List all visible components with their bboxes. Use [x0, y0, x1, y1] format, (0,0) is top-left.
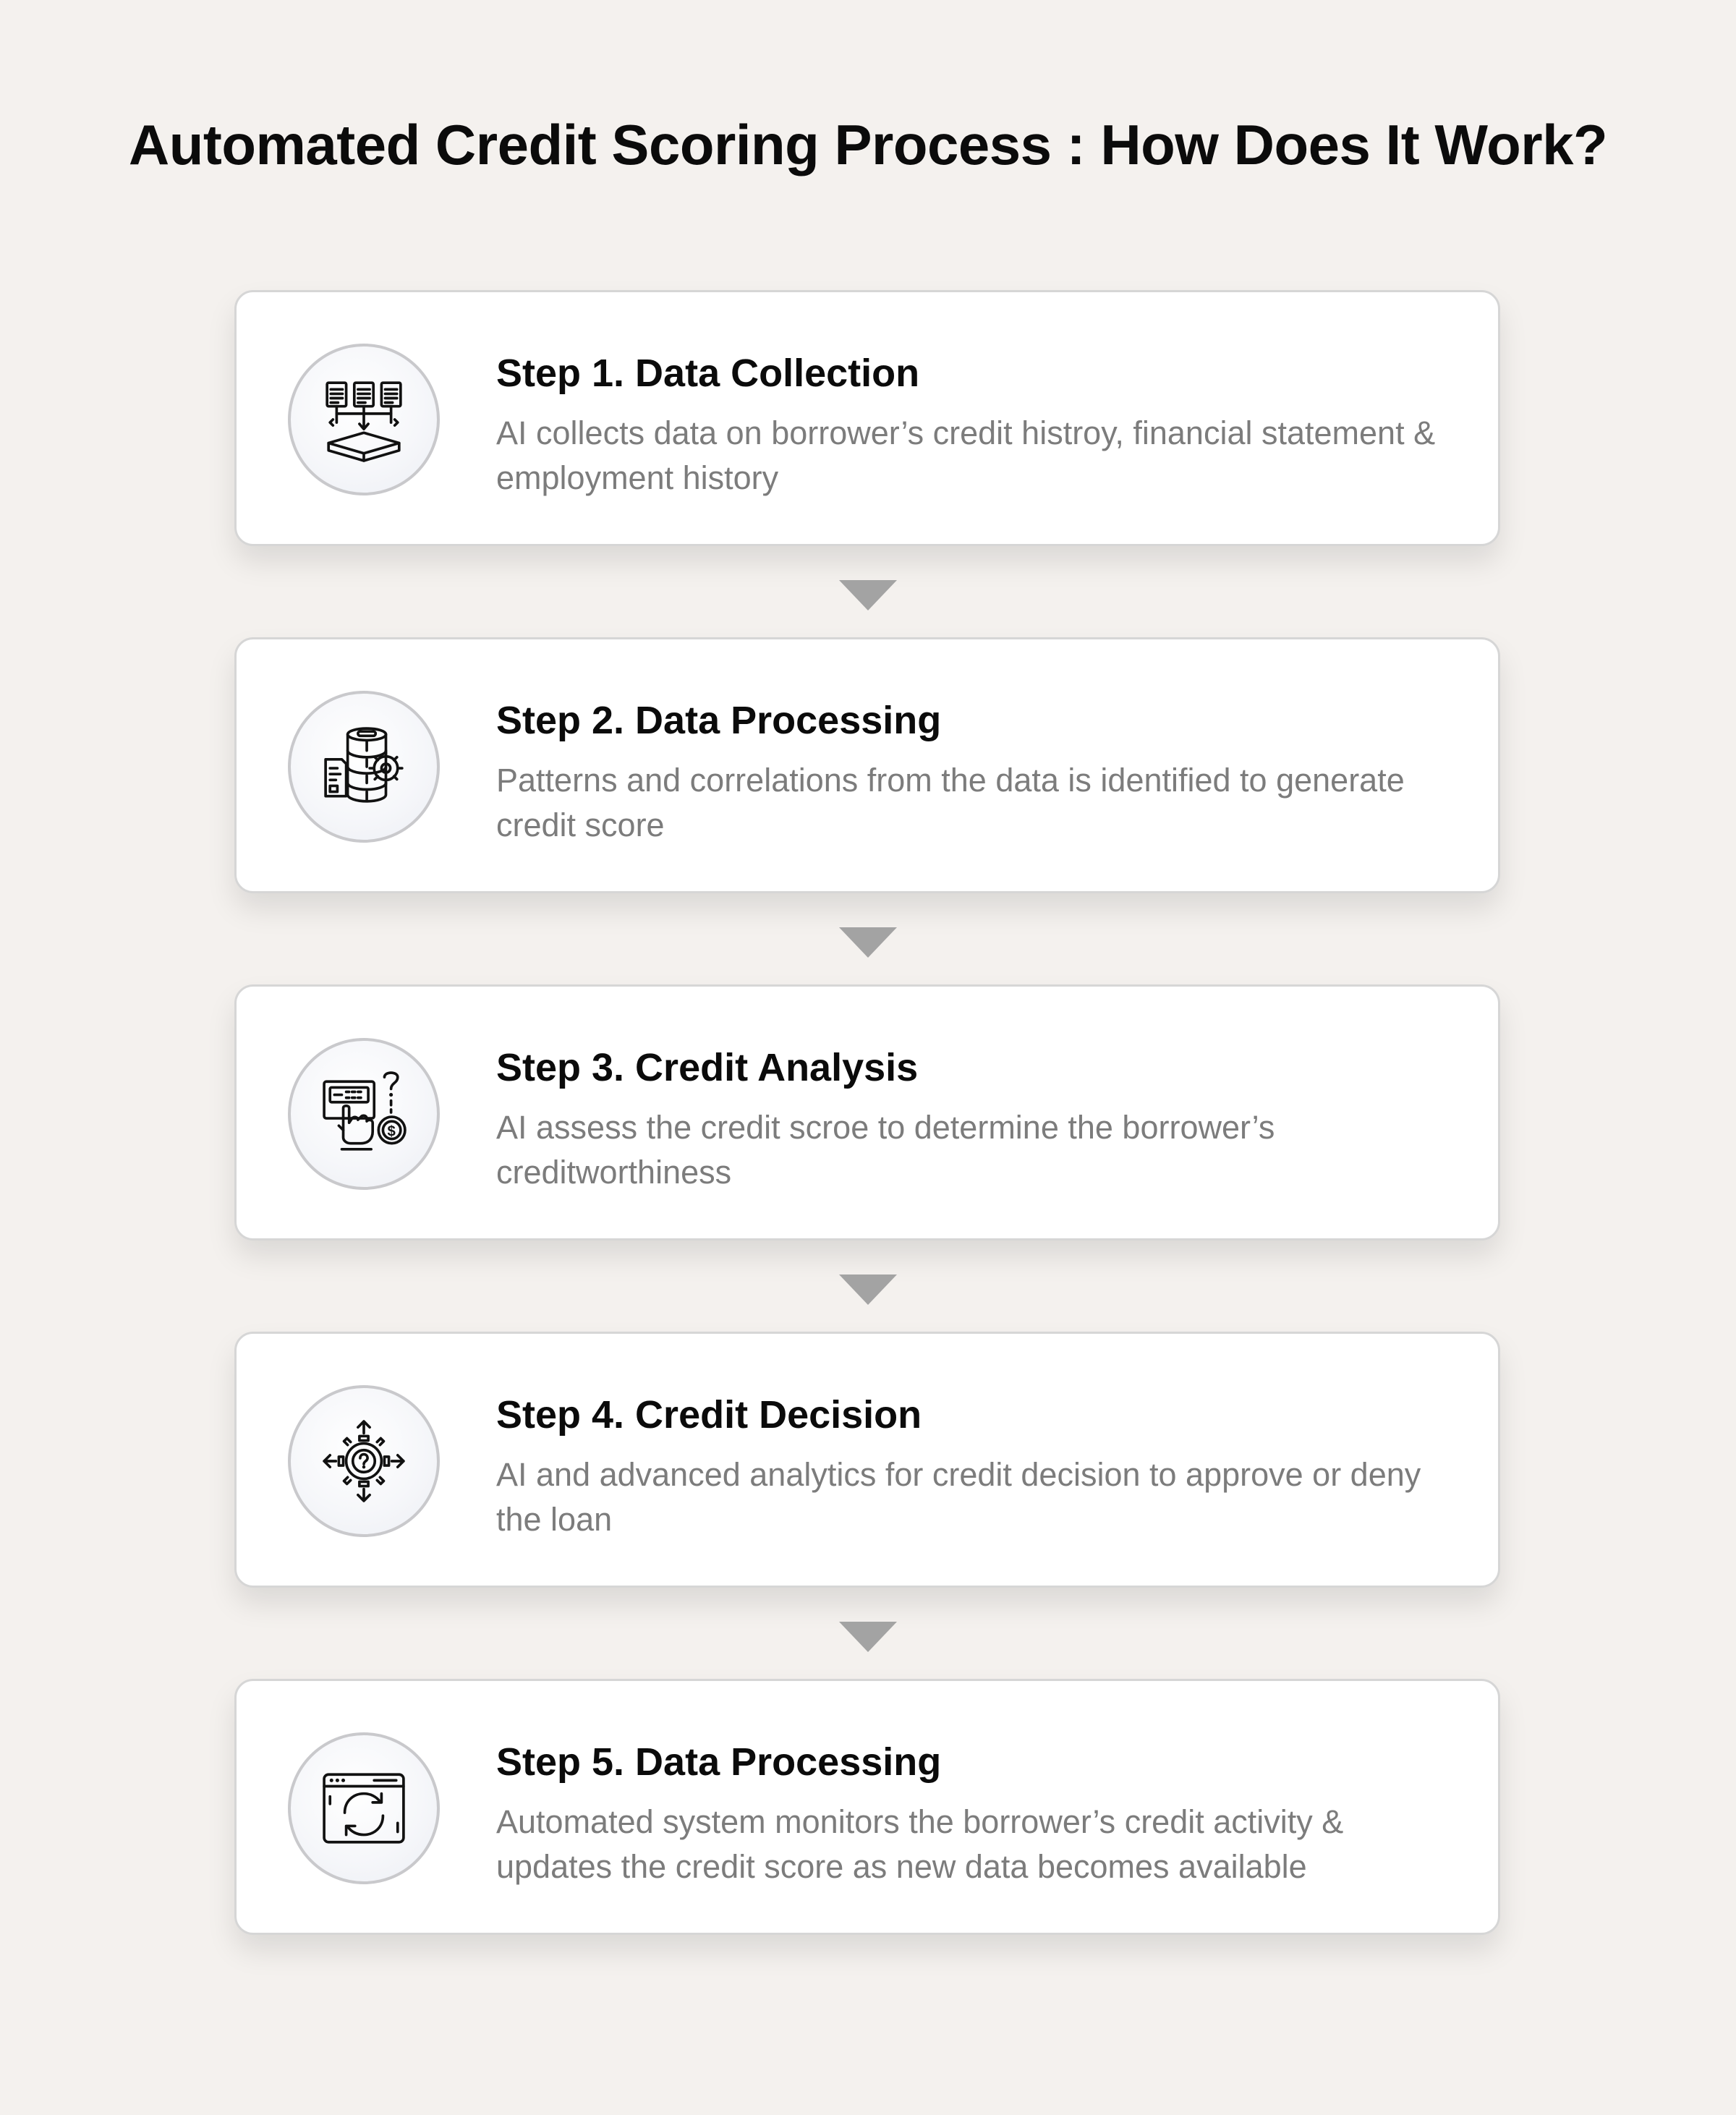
step-icon-circle — [288, 1732, 440, 1884]
step-title: Step 2. Data Processing — [496, 699, 942, 742]
step-icon-circle — [288, 691, 440, 843]
down-arrow-icon — [839, 1622, 897, 1652]
step-card-1: Step 1. Data Collection AI collects data… — [234, 290, 1500, 546]
page-title: Automated Credit Scoring Process : How D… — [128, 113, 1608, 176]
step-title: Step 1. Data Collection — [496, 352, 920, 395]
down-arrow-icon — [839, 1274, 897, 1305]
step-title: Step 5. Data Processing — [496, 1740, 942, 1784]
down-arrow-icon — [839, 580, 897, 610]
step-description: AI assess the credit scroe to determine … — [496, 1109, 1275, 1191]
step-icon-circle: $ — [288, 1038, 440, 1190]
step-description: Automated system monitors the borrower’s… — [496, 1803, 1344, 1885]
step-card-2: Step 2. Data Processing Patterns and cor… — [234, 637, 1500, 893]
step-card-5: Step 5. Data Processing Automated system… — [234, 1679, 1500, 1935]
step-card-3: $ Step 3. Credit Analysis AI assess the … — [234, 984, 1500, 1241]
step-title: Step 3. Credit Analysis — [496, 1046, 919, 1089]
svg-text:$: $ — [388, 1124, 396, 1140]
database-gear-icon — [324, 727, 404, 803]
down-arrow-icon — [839, 927, 897, 958]
step-description: AI and advanced analytics for credit dec… — [496, 1456, 1421, 1538]
credit-analysis-icon: $ — [323, 1071, 407, 1151]
step-title: Step 4. Credit Decision — [496, 1393, 922, 1437]
step-description: AI collects data on borrower’s credit hi… — [496, 414, 1436, 496]
step-description: Patterns and correlations from the data … — [496, 762, 1405, 843]
data-collection-icon — [326, 381, 402, 462]
decision-gear-icon — [323, 1420, 405, 1502]
step-icon-circle — [288, 344, 440, 495]
step-card-4: Step 4. Credit Decision AI and advanced … — [234, 1332, 1500, 1588]
step-icon-circle — [288, 1385, 440, 1537]
browser-refresh-icon — [323, 1773, 405, 1844]
